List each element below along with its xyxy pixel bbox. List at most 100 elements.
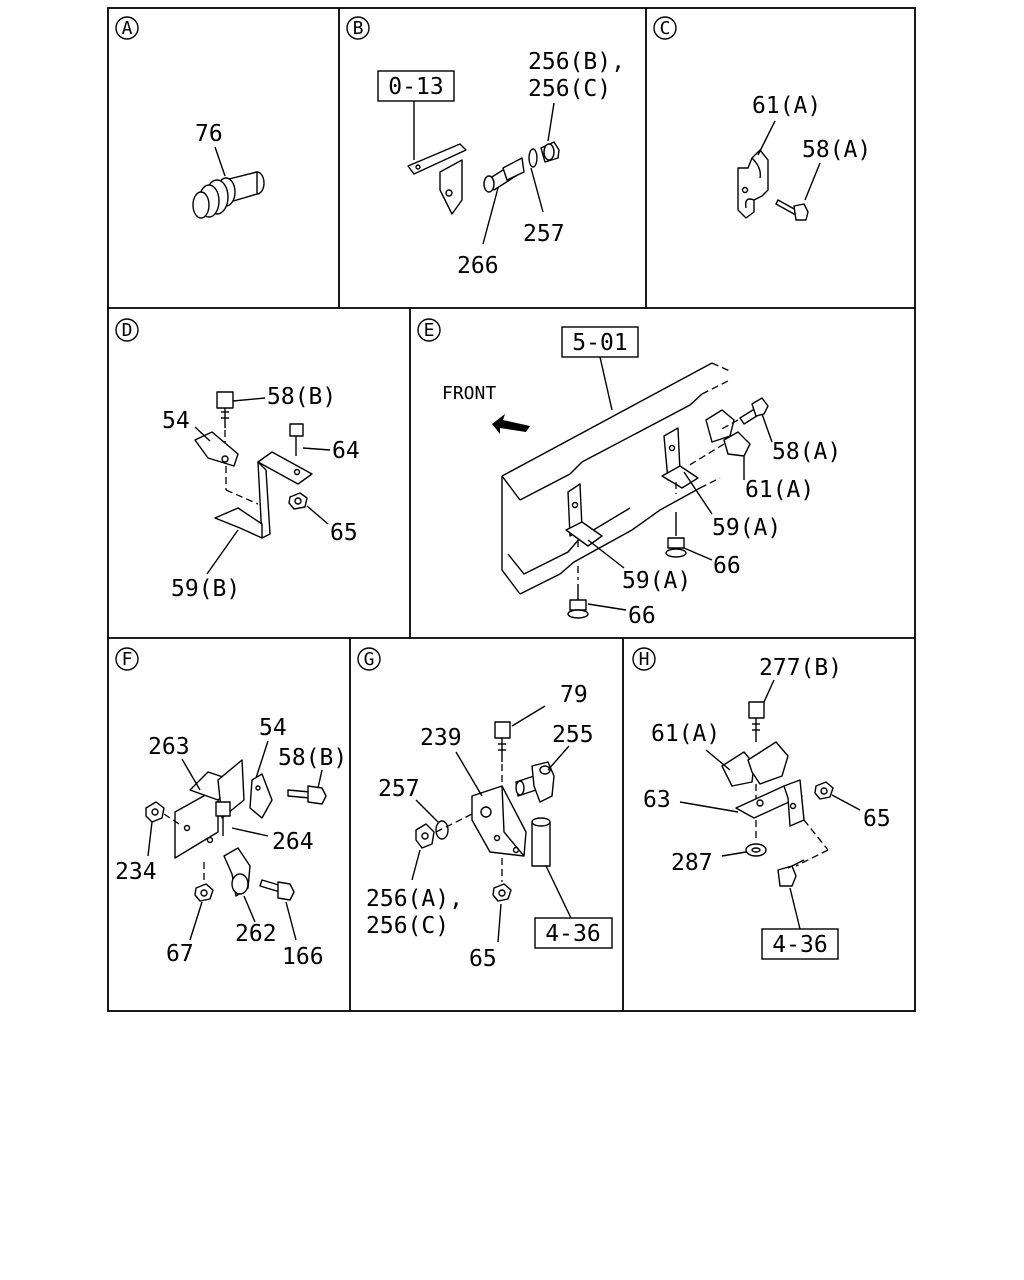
label-63: 63 (643, 787, 671, 813)
part-0-13-bracket (407, 143, 467, 215)
label-58b: 58(B) (267, 384, 336, 410)
part-287-washer (745, 843, 767, 857)
label-64: 64 (332, 438, 360, 464)
ref-box-0-13 (377, 70, 455, 102)
part-255-fitting (515, 761, 555, 803)
panel-g: G (357, 647, 613, 972)
panel-b-marker (346, 16, 370, 40)
label-58b-f: 58(B) (278, 745, 347, 771)
panel-b: B 0-13 256(B), 256(C) 257 266 (346, 16, 625, 279)
panel-c: C 61(A) 58(A) (653, 16, 871, 221)
panel-b-letter: B (353, 18, 364, 39)
part-262-clamp (223, 847, 251, 897)
part-59a-bracket-2 (661, 427, 699, 489)
part-65-nut-g (492, 883, 512, 902)
label-257-g: 257 (378, 776, 420, 802)
label-256c: 256(C) (528, 76, 611, 102)
panel-g-letter: G (364, 649, 375, 670)
label-58a-e: 58(A) (772, 439, 841, 465)
panel-d-marker (115, 318, 139, 342)
part-266-fitting (483, 157, 525, 193)
part-4-36-pin (531, 817, 551, 867)
label-262: 262 (235, 921, 277, 947)
label-61a-h: 61(A) (651, 721, 720, 747)
label-239: 239 (420, 725, 462, 751)
part-67-nut (194, 883, 214, 902)
part-59a-bracket-1 (565, 483, 603, 547)
part-58b-bolt (216, 391, 234, 428)
ref-box-4-36-g (534, 917, 613, 949)
panel-d: D 58(B) (115, 318, 360, 602)
part-65-nut (288, 492, 308, 510)
part-58a-bolt (775, 199, 809, 221)
panel-a-marker (115, 16, 139, 40)
part-257-washer (528, 148, 538, 168)
part-4-36-bolt-h (777, 859, 805, 887)
label-256a: 256(A), (366, 886, 463, 912)
part-61a-clip (737, 149, 769, 219)
front-arrow-icon (492, 414, 530, 434)
part-256-nut (540, 141, 560, 163)
label-257: 257 (523, 221, 565, 247)
part-54-clip (194, 431, 239, 467)
front-label: FRONT (442, 383, 496, 404)
part-64-bolt (289, 423, 304, 456)
ref-5-01: 5-01 (572, 330, 627, 356)
label-65-g: 65 (469, 946, 497, 972)
part-257-washer-g (435, 820, 449, 840)
panel-c-marker (653, 16, 677, 40)
part-66-bolt-2 (567, 566, 589, 619)
panel-d-letter: D (122, 320, 133, 341)
label-66-2: 66 (628, 603, 656, 629)
label-76: 76 (195, 121, 223, 147)
label-61a: 61(A) (752, 93, 821, 119)
label-59a-1: 59(A) (712, 515, 781, 541)
label-54-f: 54 (259, 715, 287, 741)
panel-e: E 5-01 FRONT (417, 318, 841, 629)
part-264-bolt (215, 801, 231, 836)
frame-rail (501, 362, 733, 595)
part-263-bracket (174, 759, 245, 859)
label-256c-g: 256(C) (366, 913, 449, 939)
label-263: 263 (148, 734, 190, 760)
panel-h-letter: H (639, 649, 650, 670)
part-61a-clip-h (721, 741, 789, 787)
label-58a: 58(A) (802, 137, 871, 163)
label-266: 266 (457, 253, 499, 279)
label-65: 65 (330, 520, 358, 546)
part-61a-clips (705, 409, 751, 457)
label-66-1: 66 (713, 553, 741, 579)
label-256b: 256(B), (528, 49, 625, 75)
panel-c-letter: C (660, 18, 671, 39)
panel-h-marker (632, 647, 656, 671)
part-54-clip-f (249, 773, 273, 819)
label-59b: 59(B) (171, 576, 240, 602)
panel-e-marker (417, 318, 441, 342)
part-239-bracket (471, 785, 527, 857)
panel-e-letter: E (424, 320, 435, 341)
ref-4-36-h: 4-36 (772, 932, 827, 958)
label-59a-2: 59(A) (622, 568, 691, 594)
part-256-nut-g (415, 823, 435, 849)
part-65-nut-h (814, 781, 834, 800)
panel-h: H (632, 647, 891, 960)
label-264: 264 (272, 829, 314, 855)
ref-4-36-g: 4-36 (545, 921, 600, 947)
part-63-bracket (735, 779, 805, 827)
panel-a-letter: A (122, 18, 133, 39)
part-66-bolt-1 (665, 512, 687, 558)
label-277b: 277(B) (759, 655, 842, 681)
diagram-frame (107, 7, 916, 1012)
part-58a-bolt-e (739, 397, 769, 425)
label-234: 234 (115, 859, 157, 885)
panel-f: F (115, 647, 347, 970)
panel-f-marker (115, 647, 139, 671)
label-166: 166 (282, 944, 324, 970)
label-287: 287 (671, 850, 713, 876)
part-76-hose-fitting (192, 171, 265, 219)
label-255: 255 (552, 722, 594, 748)
part-58b-bolt-f (287, 785, 327, 805)
label-67: 67 (166, 941, 194, 967)
part-59b-bracket (214, 451, 313, 539)
